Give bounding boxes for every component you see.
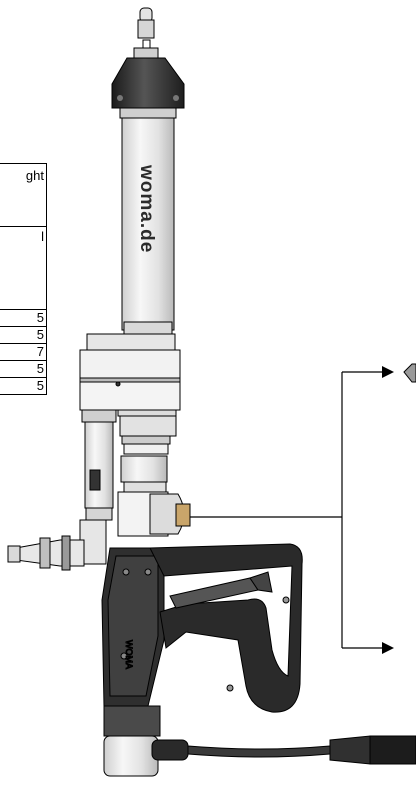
table-subheader-cell: l — [0, 226, 47, 310]
side-cylinder — [81, 409, 117, 521]
trigger-grip — [149, 543, 303, 713]
callout-lines — [190, 371, 382, 649]
lower-body — [103, 705, 161, 777]
handle-body: WOMA — [101, 547, 165, 707]
valve-block — [79, 333, 181, 417]
coupling-stack — [117, 415, 191, 537]
table-row: 5 — [0, 377, 47, 395]
arrow-head-bottom — [382, 642, 394, 654]
svg-text:WOMA: WOMA — [124, 640, 134, 669]
spec-table: ght l 5 5 7 5 5 — [0, 163, 47, 395]
table-header-cell: ght — [0, 163, 47, 227]
arrow-head-top — [382, 366, 394, 378]
side-valve — [7, 519, 107, 571]
nozzle-tip — [133, 7, 159, 59]
top-cap — [111, 57, 185, 109]
hose-icon — [151, 735, 416, 765]
nozzle-icon — [403, 363, 416, 383]
